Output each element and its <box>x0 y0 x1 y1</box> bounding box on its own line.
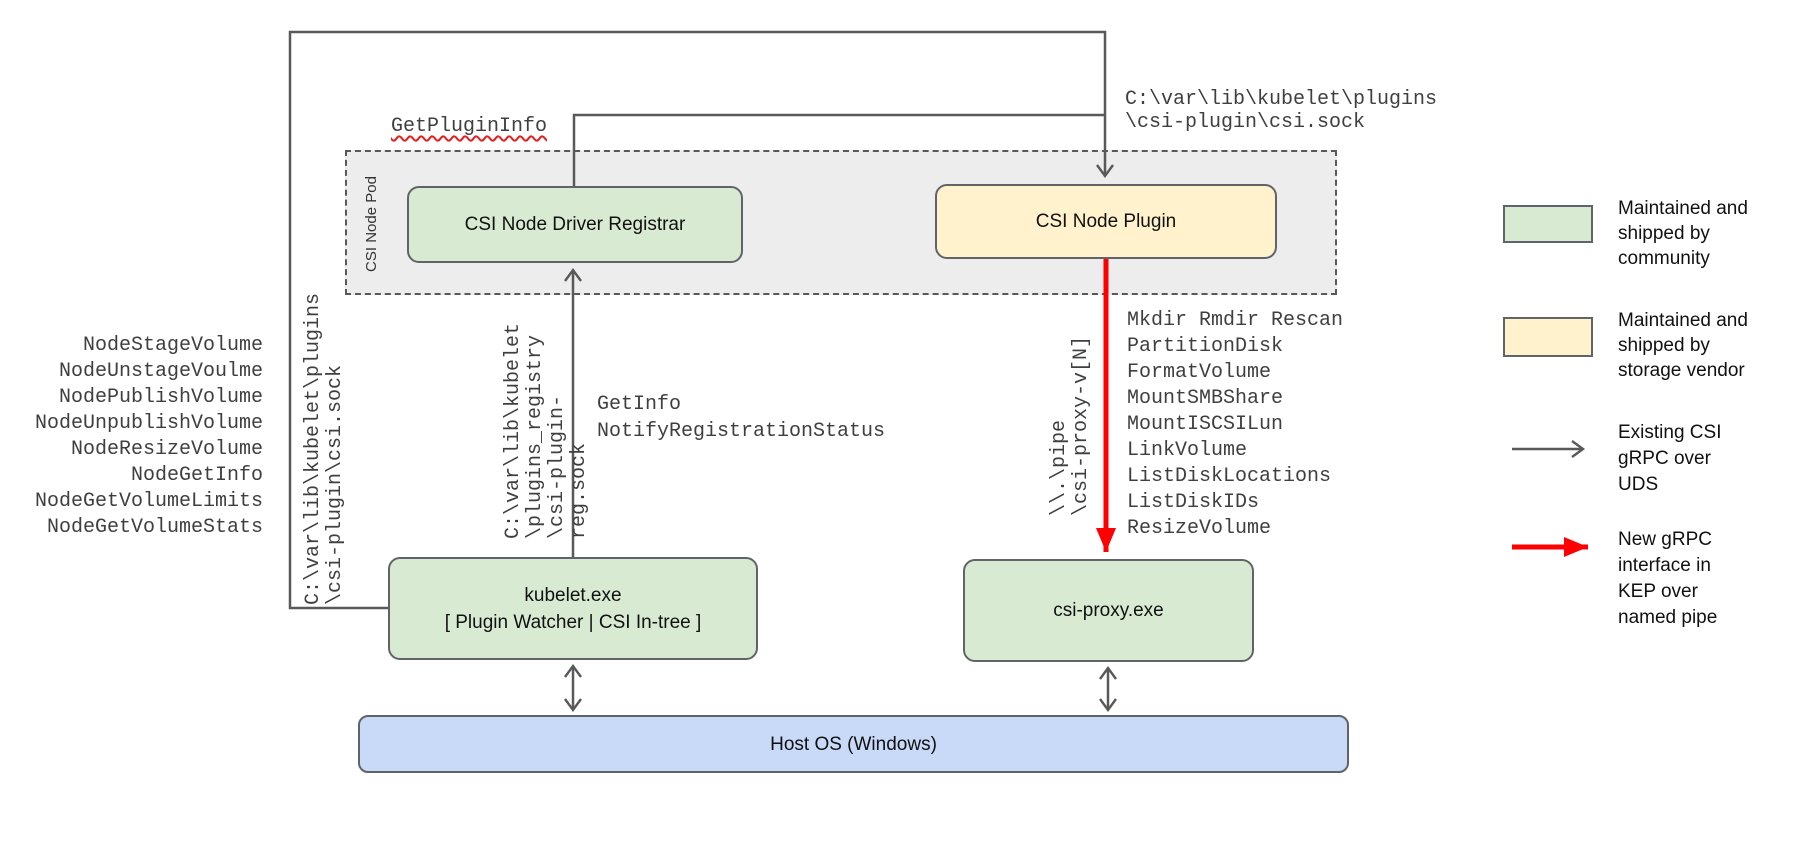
kubelet-box: kubelet.exe [ Plugin Watcher | CSI In-tr… <box>388 557 758 660</box>
host-os-box: Host OS (Windows) <box>358 715 1349 773</box>
csi-node-driver-registrar-box: CSI Node Driver Registrar <box>407 186 743 263</box>
registrar-label: CSI Node Driver Registrar <box>464 214 686 235</box>
legend-uds-arrow-label: Existing CSI gRPC over UDS <box>1618 422 1722 495</box>
legend-vendor-swatch <box>1503 317 1593 357</box>
csi-node-pod-label: CSI Node Pod <box>363 176 380 272</box>
getplugininfo-label: GetPluginInfo <box>391 115 548 138</box>
csi-proxy-box: csi-proxy.exe <box>963 559 1254 662</box>
legend-namedpipe-arrow-label: New gRPC interface in KEP over named pip… <box>1618 529 1718 628</box>
csi-proxy-api-calls-list: Mkdir Rmdir Rescan PartitionDisk FormatV… <box>1127 309 1344 540</box>
named-pipe-path-label-vertical: \\.\pipe \csi-proxy-v[N] <box>1048 335 1093 516</box>
csi-sock-path-label-top: C:\var\lib\kubelet\plugins \csi-plugin\c… <box>1125 88 1438 134</box>
csi-proxy-label: csi-proxy.exe <box>1053 600 1164 621</box>
csi-node-plugin-box: CSI Node Plugin <box>935 184 1277 259</box>
host-os-label: Host OS (Windows) <box>770 733 937 755</box>
registration-calls-label: GetInfo NotifyRegistrationStatus <box>597 393 886 443</box>
legend-community-label: Maintained and shipped by community <box>1618 198 1748 269</box>
legend-vendor-label: Maintained and shipped by storage vendor <box>1618 310 1748 381</box>
csi-sock-path-label-vertical: C:\var\lib\kubelet\plugins \csi-plugin\c… <box>302 292 347 605</box>
registration-sock-path-label-vertical: C:\var\lib\kubelet \plugins_registry \cs… <box>502 322 591 539</box>
plugin-label: CSI Node Plugin <box>1035 211 1177 232</box>
legend-community-swatch <box>1503 205 1593 243</box>
node-grpc-calls-list: NodeStageVolume NodeUnstageVoulme NodePu… <box>34 334 263 539</box>
kubelet-label: kubelet.exe [ Plugin Watcher | CSI In-tr… <box>444 584 702 633</box>
